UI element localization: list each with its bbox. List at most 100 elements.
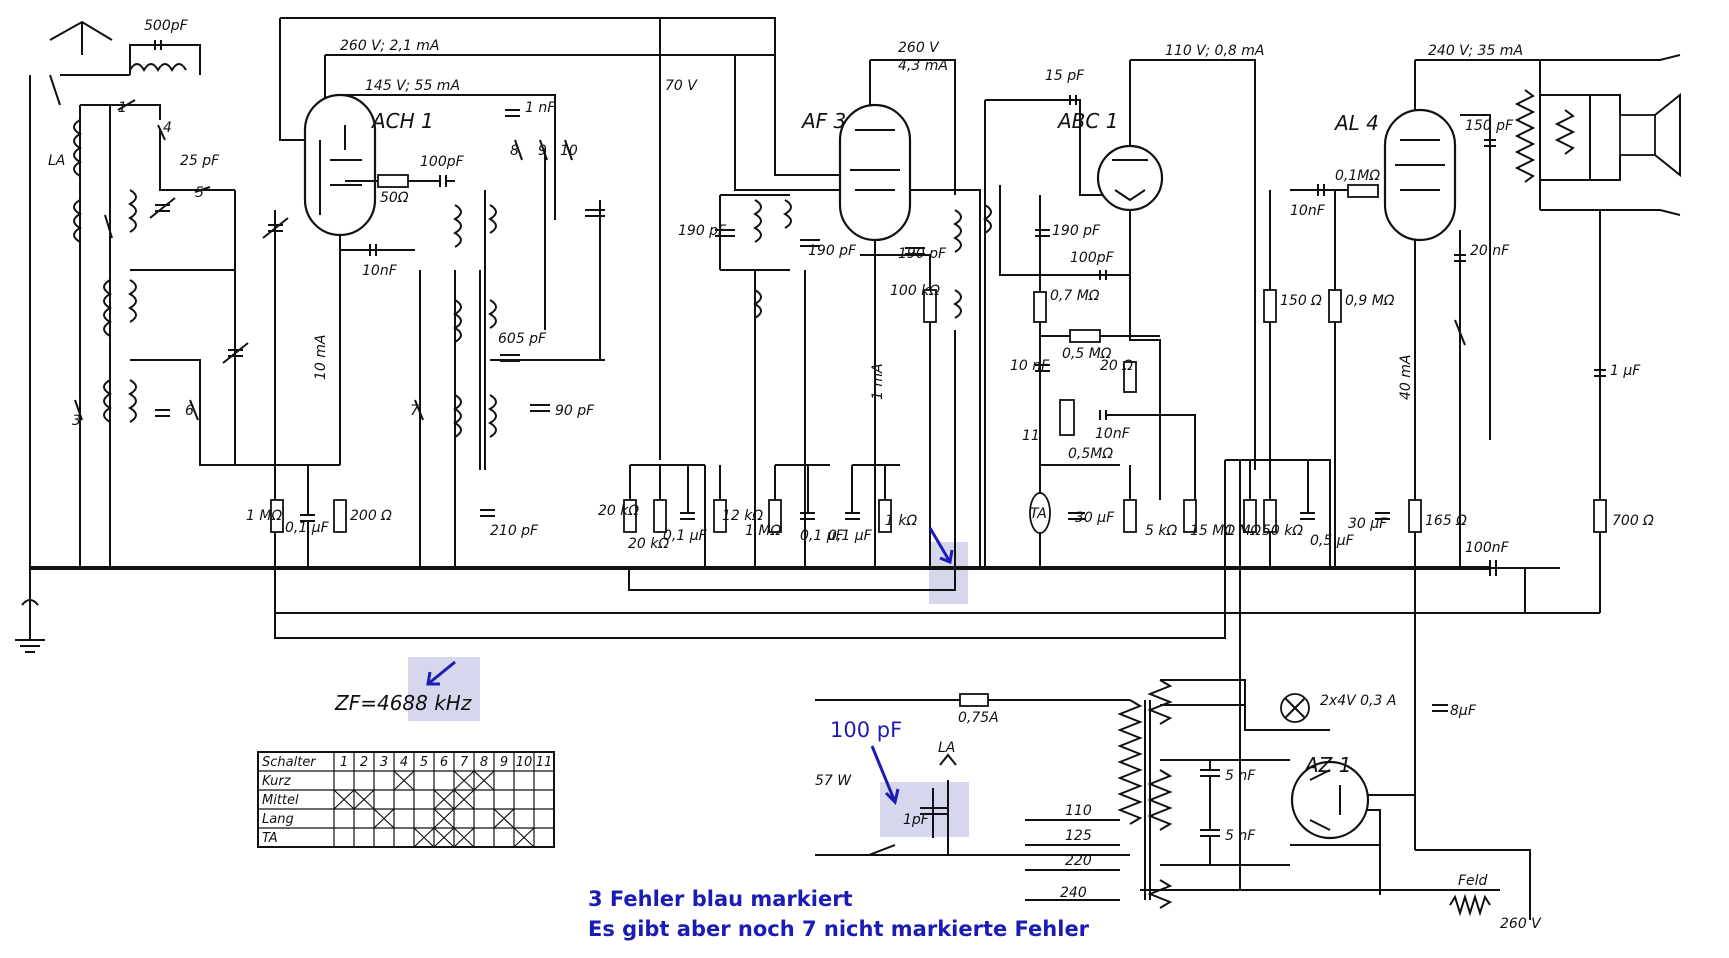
- table-header-cell: 1: [340, 755, 348, 770]
- label-t220: 220: [1065, 853, 1092, 869]
- table-cross-mark: [453, 789, 475, 810]
- annotation-line-1: 3 Fehler blau markiert: [588, 887, 853, 911]
- table-header-cell: 7: [460, 755, 469, 770]
- tube-az1: [1290, 760, 1370, 840]
- label-r07: 0,7 MΩ: [1050, 288, 1100, 304]
- label-v240: 240 V; 35 mA: [1428, 43, 1523, 59]
- label-r20: 20 Ω: [1100, 358, 1133, 374]
- annotations: 100 pF 3 Fehler blau markiert Es gibt ab…: [426, 527, 1090, 941]
- label-v260-21: 260 V; 2,1 mA: [340, 38, 439, 54]
- arrow-junction: [928, 527, 952, 563]
- label-sw5: 5: [195, 185, 204, 201]
- label-r20k-a: 20 kΩ: [598, 503, 639, 519]
- tube-abc1: [1096, 144, 1164, 212]
- table-header-cell: 5: [420, 755, 428, 770]
- table-row-label: Lang: [262, 812, 294, 827]
- highlight-zf: [408, 657, 480, 721]
- label-c190a: 190 pF: [678, 223, 727, 239]
- label-c10nf4: 10nF: [1290, 203, 1326, 219]
- label-r100k: 100 kΩ: [890, 283, 940, 299]
- label-c10nf: 10nF: [362, 263, 398, 279]
- table-header-cell: 6: [440, 755, 448, 770]
- label-la: LA: [48, 153, 65, 169]
- label-ma1: 1 mA: [870, 363, 886, 400]
- label-r05b: 0,5MΩ: [1068, 446, 1113, 462]
- table-cross-mark: [413, 827, 435, 848]
- label-c190b: 190 pF: [808, 243, 857, 259]
- label-c15: 15 pF: [1045, 68, 1085, 84]
- table-header-cell: 9: [500, 755, 508, 770]
- arrow-zf: [427, 660, 456, 686]
- table-header-cell: 4: [400, 755, 408, 770]
- label-r12k: 12 kΩ: [722, 508, 763, 524]
- label-c5a: 5 nF: [1225, 768, 1256, 784]
- label-r700: 700 Ω: [1612, 513, 1654, 529]
- tube-ach1: [303, 93, 377, 465]
- label-r150: 150 Ω: [1280, 293, 1322, 309]
- label-c190d: 190 pF: [1052, 223, 1101, 239]
- label-sw10: 10: [560, 143, 578, 159]
- table-cross-mark: [473, 770, 495, 791]
- label-la2: LA: [938, 740, 955, 756]
- table-header-cell: 11: [536, 755, 553, 770]
- label-c1uf: 1 µF: [1610, 363, 1641, 379]
- label-r20k-b: 20 kΩ: [628, 536, 669, 552]
- label-r50: 50Ω: [380, 190, 409, 206]
- coils: [419, 150, 992, 568]
- label-af3: AF 3: [800, 109, 846, 133]
- label-ach1: ACH 1: [370, 109, 434, 133]
- label-sw3: 3: [72, 413, 81, 429]
- label-t110: 110: [1065, 803, 1092, 819]
- highlight-junction: [929, 542, 968, 604]
- label-c1nf: 1 nF: [525, 100, 556, 116]
- component-labels: 500pF ACH 1 AF 3 ABC 1 AL 4 AZ 1 260 V; …: [48, 18, 1654, 932]
- label-v260-43a: 260 V: [898, 40, 940, 56]
- table-cross-mark: [493, 808, 515, 829]
- label-c01b: 0,1 µF: [663, 528, 708, 544]
- arrow-cap-head: [884, 788, 900, 805]
- table-header-cell: 2: [360, 755, 368, 770]
- table-cross-mark: [453, 770, 475, 791]
- label-sw8: 8: [510, 143, 519, 159]
- tube-al4: [1383, 108, 1457, 568]
- label-fuse: 0,75A: [958, 710, 999, 726]
- label-c100pf2: 100pF: [1070, 250, 1115, 266]
- table-cross-mark: [393, 770, 415, 791]
- label-sw6: 6: [185, 403, 194, 419]
- label-c20: 20 nF: [1470, 243, 1510, 259]
- label-ta: TA: [1030, 506, 1047, 522]
- antenna-section: [15, 20, 289, 653]
- table-frame: [257, 751, 555, 848]
- table-cross-mark: [433, 827, 455, 848]
- label-c100pf: 100pF: [420, 154, 465, 170]
- arrow-zf-head: [426, 671, 440, 686]
- label-r1m-c: 1 MΩ: [1225, 523, 1261, 539]
- table-cross-mark: [353, 789, 375, 810]
- label-sw7: 7: [410, 403, 419, 419]
- table-cross-mark: [333, 789, 355, 810]
- label-c30a: 30 µF: [1075, 510, 1115, 526]
- tube-af3: [838, 103, 931, 568]
- label-c25: 25 pF: [180, 153, 220, 169]
- label-sw11: 11: [1022, 428, 1040, 444]
- label-v110: 110 V; 0,8 mA: [1165, 43, 1264, 59]
- label-c500: 500pF: [144, 18, 189, 34]
- annotation-line-2: Es gibt aber noch 7 nicht markierte Fehl…: [588, 917, 1090, 941]
- label-az1: AZ 1: [1303, 753, 1351, 777]
- label-r200: 200 Ω: [350, 508, 392, 524]
- label-v260b: 260 V: [1500, 916, 1542, 932]
- components: [270, 89, 1681, 917]
- arrow-junction-head: [939, 549, 954, 565]
- table-header-label: Schalter: [262, 755, 317, 770]
- annotation-correction: 100 pF: [830, 718, 902, 742]
- label-c01a: 0,1 µF: [285, 520, 330, 536]
- label-sw1: 1: [118, 100, 127, 116]
- label-c210: 210 pF: [490, 523, 539, 539]
- label-c01d: 0,1 µF: [828, 528, 873, 544]
- label-ma10: 10 mA: [313, 335, 329, 380]
- label-c5b: 5 nF: [1225, 828, 1256, 844]
- label-c190c: 190 pF: [898, 246, 947, 262]
- table-cross-mark: [453, 827, 475, 848]
